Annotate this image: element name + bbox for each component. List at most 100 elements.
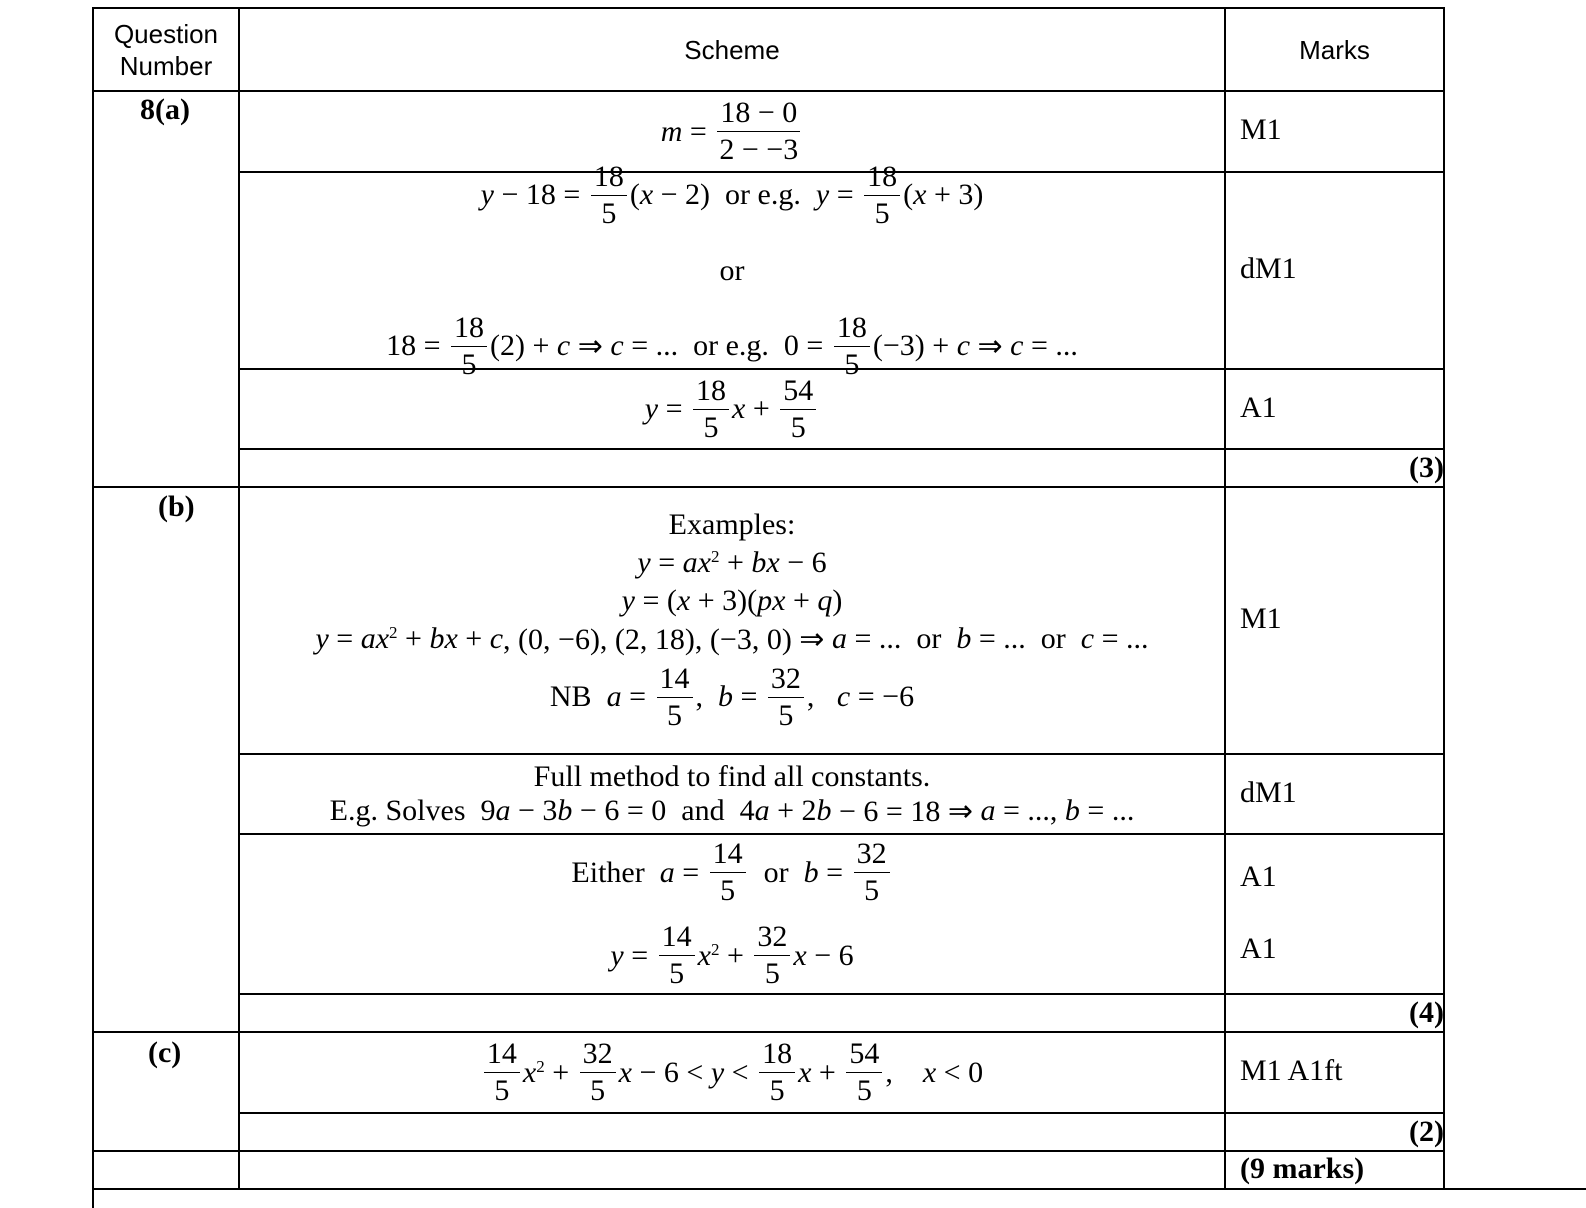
scheme-cell	[240, 1152, 1224, 1188]
math-variable: ax	[360, 622, 390, 655]
numerator: 54	[780, 373, 817, 410]
math-variable: c	[1080, 622, 1095, 655]
math-variable: c	[489, 622, 504, 655]
math-text: E.g. Solves 9	[329, 794, 496, 827]
numerator: 18 − 0	[717, 95, 801, 132]
math-variable: y	[815, 178, 830, 211]
scheme-cell	[240, 450, 1224, 486]
math-text: =	[818, 855, 851, 889]
math-text: or	[748, 855, 804, 889]
denominator: 5	[590, 1074, 606, 1107]
math-text: = ...	[1023, 329, 1078, 362]
math-variable: px	[757, 583, 786, 617]
divider	[239, 368, 1445, 370]
math-text: + 3)(	[690, 583, 758, 617]
table-border-top	[92, 7, 1445, 9]
numerator: 32	[754, 919, 791, 956]
math-text: =	[621, 680, 654, 713]
table-border-bottom	[92, 1188, 1586, 1190]
math-variable: a	[495, 794, 511, 827]
denominator: 5	[864, 874, 880, 907]
question-8c-label: (c)	[148, 1036, 182, 1069]
math-text: = ...	[1094, 622, 1149, 655]
math-variable: bx	[429, 622, 458, 655]
math-text: =	[733, 680, 765, 713]
math-text: − 18 =	[493, 178, 588, 211]
math-variable: b	[956, 622, 972, 655]
math-variable: y	[480, 178, 494, 211]
math-text: =	[328, 622, 361, 655]
math-text: = (	[634, 583, 677, 617]
divider	[92, 1031, 1445, 1033]
divider	[239, 833, 1445, 835]
math-text: ,	[885, 1055, 923, 1089]
scheme-line: or	[720, 254, 745, 288]
math-variable: y	[710, 1055, 725, 1089]
divider	[239, 171, 1445, 173]
math-text: Full method to find all constants.	[533, 759, 931, 793]
denominator: 5	[601, 196, 617, 230]
math-text: ⇒	[570, 329, 611, 363]
marks-total: (4)	[1409, 996, 1444, 1029]
math-variable: b	[803, 855, 819, 889]
math-text: = ...	[1079, 794, 1135, 827]
denominator: 5	[856, 1074, 872, 1107]
math-text: = −6	[850, 680, 915, 713]
math-variable: c	[956, 329, 971, 362]
marks-total: (2)	[1409, 1115, 1444, 1148]
denominator: 5	[778, 698, 794, 732]
math-text: (	[903, 178, 914, 211]
math-text: +	[785, 583, 818, 617]
math-variable: b	[718, 680, 733, 713]
numerator: 18	[833, 310, 870, 347]
scheme-line: Examples:	[669, 508, 796, 542]
header-scheme: Scheme	[684, 34, 780, 65]
math-text: ,	[695, 680, 718, 713]
column-divider	[1224, 7, 1226, 1190]
math-text: = ... or	[971, 622, 1081, 655]
math-text: − 6	[779, 545, 827, 579]
mark-code: dM1	[1240, 252, 1297, 285]
math-text: ⇒	[970, 329, 1011, 363]
math-variable: x	[732, 392, 746, 425]
math-variable: x	[922, 1055, 937, 1089]
math-text: Either	[571, 855, 660, 889]
exponent: 2	[710, 546, 720, 566]
math-variable: b	[557, 794, 573, 827]
math-variable: x	[798, 1055, 812, 1089]
numerator: 32	[853, 836, 890, 873]
divider	[92, 486, 1445, 488]
math-text: (	[629, 178, 640, 211]
math-variable: m	[660, 114, 683, 148]
math-text: +	[811, 1055, 844, 1089]
header-question-number: Question Number	[113, 18, 219, 81]
mark-code: M1	[1240, 602, 1282, 635]
math-text: Examples:	[668, 507, 796, 541]
math-text: ,	[806, 680, 837, 713]
math-text: or	[719, 253, 745, 287]
math-text: +	[719, 545, 752, 579]
numerator: 32	[579, 1036, 616, 1073]
math-text: )	[832, 583, 843, 617]
question-8b-label: (b)	[158, 490, 195, 523]
math-variable: b	[1064, 794, 1080, 827]
scheme-cell: Full method to find all constants. E.g. S…	[240, 755, 1224, 833]
denominator: 5	[669, 957, 685, 990]
